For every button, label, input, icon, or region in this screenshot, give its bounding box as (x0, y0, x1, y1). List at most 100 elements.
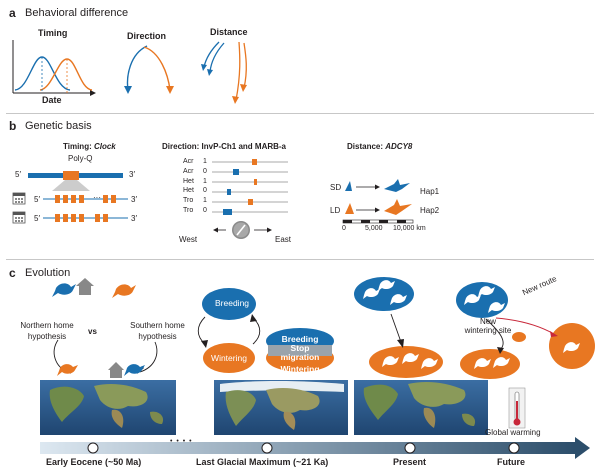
three-prime-2: 3′ (131, 195, 137, 204)
timing-curve-orange (39, 58, 93, 91)
direction-genes-heading: Direction: InvP-Ch1 and MARB-a (162, 142, 287, 151)
southern-hypothesis: Southern home hypothesis (130, 321, 185, 341)
panel-c-graphics (40, 277, 595, 459)
stop-wintering-label: Wintering (280, 364, 320, 374)
hap2-label: Hap2 (420, 206, 440, 215)
date-axis-label: Date (42, 95, 62, 105)
compass-icon (232, 221, 250, 239)
clock-gene-diagram (12, 171, 128, 224)
three-prime-1: 3′ (129, 170, 135, 179)
polyq-label: Poly-Q (68, 154, 93, 163)
calendar-icon (12, 192, 26, 205)
ld-label: LD (330, 206, 341, 215)
northern-hypothesis: Northern home hypothesis (20, 321, 74, 341)
vs-label: vs (88, 327, 97, 336)
timeline-bar (40, 442, 575, 454)
flying-bird-icon (384, 179, 410, 192)
five-prime-2: 5′ (34, 195, 40, 204)
distance-prefix: Distance: (347, 142, 386, 151)
distance-diagram (342, 179, 414, 224)
east-label: East (275, 235, 292, 244)
row-label: Acr (183, 158, 194, 165)
timing-prefix: Timing: (63, 142, 94, 151)
row-label: Het (183, 187, 194, 195)
thermometer-icon (508, 387, 526, 429)
orange-bird-icon (112, 284, 136, 298)
direction-row-labels: Acr Acr Het Het Tro Tro (183, 158, 203, 217)
hap1-label: Hap1 (420, 187, 440, 196)
row-label: Tro (183, 206, 194, 214)
white-bird-icons (363, 280, 438, 369)
lgm-breeding-label: Breeding (215, 298, 250, 308)
timeline-label-lgm: Last Glacial Maximum (~21 Ka) (196, 457, 329, 467)
panel-a-title: Behavioral difference (25, 7, 129, 19)
world-map-lgm (214, 380, 348, 435)
row-value: 1 (203, 158, 207, 165)
distance-heading: Distance (210, 27, 248, 37)
future-breeding-ellipse (456, 282, 508, 318)
timeline-node-lgm (261, 442, 273, 454)
row-value: 1 (203, 197, 207, 205)
five-prime-1: 5′ (15, 170, 21, 179)
row-label: Tro (183, 197, 194, 205)
timeline-label-present: Present (393, 457, 427, 467)
timeline-node-eocene (87, 442, 99, 454)
ellipsis: ··· (93, 193, 101, 202)
timeline-label-future: Future (497, 457, 525, 467)
three-prime-3: 3′ (131, 214, 137, 223)
row-value: 1 (203, 177, 207, 185)
wintering-ellipse (203, 343, 255, 373)
timeline-node-future (508, 442, 520, 454)
white-bird-icons-future (464, 286, 580, 369)
timeline-arrowhead (575, 437, 590, 459)
world-map-present (354, 380, 488, 435)
blue-bird-icon (124, 364, 145, 376)
timing-heading: Timing (38, 28, 68, 38)
blue-bird-icon (52, 283, 76, 297)
timeline-node-present (404, 442, 416, 454)
direction-boxplots (212, 159, 288, 239)
clock-gene: Clock (93, 142, 116, 151)
stop-migration-band (268, 345, 332, 356)
adcy8-gene: ADCY8 (385, 142, 413, 151)
future-wintering-ellipse (460, 349, 520, 379)
direction-arrows (124, 45, 174, 94)
flying-bird-icon (384, 199, 412, 215)
panel-c-label: c (9, 266, 16, 280)
panel-a-graphics (12, 40, 247, 104)
panel-a-label: a (9, 6, 16, 20)
global-warming-label: Global warming (485, 428, 541, 437)
new-wintering-site-label: New wintering site (464, 317, 512, 335)
calendar-icon (12, 211, 26, 224)
new-wintering-site-dot (512, 332, 526, 342)
world-map-eocene (40, 380, 176, 435)
timing-plot (12, 40, 96, 96)
sd-label: SD (330, 183, 342, 192)
scale-0: 0 (342, 225, 346, 232)
polyq-region (63, 171, 79, 180)
lgm-wintering-label: Wintering (211, 353, 247, 363)
direction-row-values: 1 0 1 0 1 0 (203, 158, 211, 217)
house-icon (76, 278, 94, 295)
separator-b-c (6, 259, 594, 260)
row-label: Het (183, 177, 194, 185)
row-value: 0 (203, 187, 207, 195)
breeding-ellipse (202, 288, 256, 320)
orange-bird-icon (57, 364, 78, 376)
five-prime-3: 5′ (34, 214, 40, 223)
scale-10000: 10,000 km (393, 225, 426, 232)
ld-wing-icon (345, 203, 354, 214)
stop-breeding-label: Breeding (281, 334, 319, 344)
timeline-label-eocene: Early Eocene (~50 Ma) (46, 457, 142, 467)
scale-5000: 5,000 (365, 225, 383, 232)
present-wintering-ellipse (369, 346, 443, 378)
panel-b-title: Genetic basis (25, 120, 92, 132)
timing-gene-heading: Timing: Clock (63, 142, 116, 151)
separator-a-b (6, 113, 594, 114)
row-value: 0 (203, 206, 207, 214)
distance-gene-heading: Distance: ADCY8 (347, 142, 412, 151)
row-value: 0 (203, 167, 207, 175)
panel-c-title: Evolution (25, 267, 71, 279)
sd-wing-icon (345, 181, 352, 191)
house-icon (108, 362, 124, 378)
